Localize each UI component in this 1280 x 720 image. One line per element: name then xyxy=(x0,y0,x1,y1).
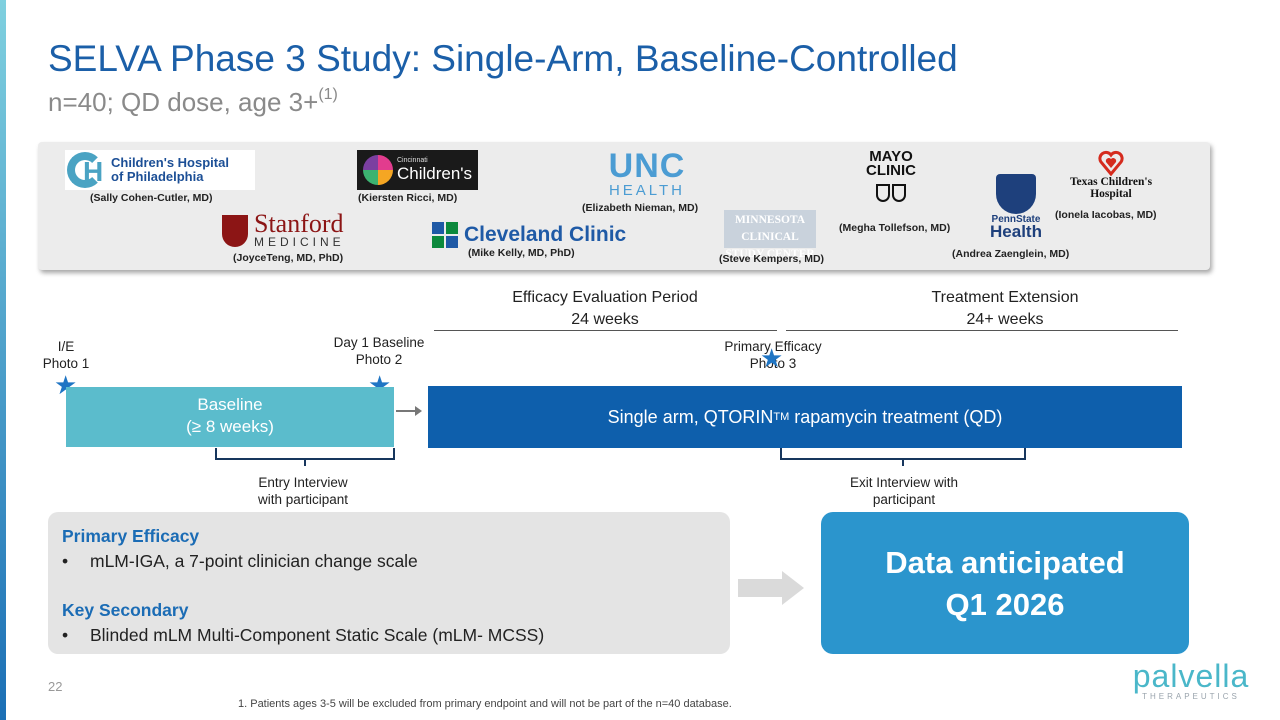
data-box-line2: Q1 2026 xyxy=(945,587,1065,622)
pennstate-logo-top: PennState xyxy=(991,214,1041,225)
primary-star-icon: ★ xyxy=(760,343,784,373)
unc-logo-top: UNC xyxy=(608,147,686,185)
slide-subtitle: n=40; QD dose, age 3+(1) xyxy=(48,86,338,118)
arm-box-tm: TM xyxy=(773,411,790,423)
mayo-logo: MAYO CLINIC xyxy=(862,148,920,202)
texas-childrens-investigator: (Ionela Iacobas, MD) xyxy=(1055,209,1157,221)
day1-photo-line2: Photo 2 xyxy=(355,352,403,367)
unc-logo-bottom: HEALTH xyxy=(608,182,686,199)
texas-childrens-mark-icon xyxy=(1098,150,1124,177)
day1-photo-label: Day 1 Baseline Photo 2 xyxy=(320,334,438,368)
efficacy-period-duration: 24 weeks xyxy=(571,311,639,328)
accent-bar xyxy=(0,0,6,720)
efficacy-period-title: Efficacy Evaluation Period xyxy=(512,289,698,306)
efficacy-period-label: Efficacy Evaluation Period 24 weeks xyxy=(480,287,730,331)
chop-mark-icon: H xyxy=(65,150,111,190)
baseline-box-line1: Baseline xyxy=(197,395,263,414)
primary-efficacy-item: • mLM-IGA, a 7-point clinician change sca… xyxy=(62,548,716,574)
primary-photo-label: Primary Efficacy Photo 3 xyxy=(710,338,836,372)
ie-photo-line1: I/E xyxy=(57,339,75,354)
slide-title: SELVA Phase 3 Study: Single-Arm, Baselin… xyxy=(48,38,958,79)
palvella-logo-tagline: THERAPEUTICS xyxy=(1142,692,1240,701)
footnote: 1. Patients ages 3-5 will be excluded fr… xyxy=(238,698,732,710)
baseline-to-arm-arrow-icon xyxy=(396,406,422,416)
cincinnati-logo-small: Cincinnati xyxy=(397,156,428,164)
primary-efficacy-heading: Primary Efficacy xyxy=(62,526,200,546)
cleveland-cross-icon xyxy=(432,222,458,248)
key-secondary-heading: Key Secondary xyxy=(62,600,189,620)
pennstate-logo-bottom: Health xyxy=(990,222,1042,241)
pennstate-logo: PennState Health xyxy=(986,174,1046,241)
mayo-investigator: (Megha Tollefson, MD) xyxy=(839,222,951,234)
exit-interview-label: Exit Interview with participant xyxy=(822,474,986,508)
subtitle-footnote-ref: (1) xyxy=(318,86,338,103)
right-arrow-icon xyxy=(738,571,804,605)
stanford-shield-icon xyxy=(222,215,248,247)
minnesota-logo-line2: STUDY CENTER xyxy=(725,248,815,260)
texas-childrens-logo: Texas Children's Hospital xyxy=(1066,150,1156,200)
stanford-logo-name: Stanford xyxy=(254,209,344,238)
exit-interview-bracket xyxy=(780,448,1026,466)
cleveland-logo-name: Cleveland Clinic xyxy=(464,223,627,246)
cleveland-logo: Cleveland Clinic xyxy=(432,222,626,248)
chop-logo-line1: Children's Hospital xyxy=(111,155,229,170)
cincinnati-logo-big: Children's xyxy=(397,163,473,183)
cincinnati-investigator: (Kiersten Ricci, MD) xyxy=(358,192,458,204)
chop-logo-line2: of Philadelphia xyxy=(111,169,204,184)
key-secondary-text: Blinded mLM Multi-Component Static Scale… xyxy=(90,625,545,645)
exit-interview-line2: participant xyxy=(872,492,936,507)
arm-box-text-post: rapamycin treatment (QD) xyxy=(789,406,1003,427)
palvella-logo-name: palvella xyxy=(1132,658,1250,694)
bullet: • xyxy=(62,625,69,645)
unc-investigator: (Elizabeth Nieman, MD) xyxy=(582,202,699,214)
key-secondary-item: • Blinded mLM Multi-Component Static Scal… xyxy=(62,622,716,648)
data-box-line1: Data anticipated xyxy=(885,545,1125,580)
minnesota-investigator: (Steve Kempers, MD) xyxy=(719,253,825,265)
texas-childrens-logo-line2: Hospital xyxy=(1090,188,1132,200)
palvella-logo: palvella THERAPEUTICS xyxy=(1126,660,1256,701)
exit-interview-line1: Exit Interview with xyxy=(849,475,959,490)
entry-interview-bracket xyxy=(215,448,395,466)
page-number: 22 xyxy=(48,679,63,694)
ie-photo-label: I/E Photo 1 xyxy=(30,338,102,372)
primary-efficacy-text: mLM-IGA, a 7-point clinician change scal… xyxy=(90,551,418,571)
cincinnati-mark-icon xyxy=(363,155,393,185)
arm-box-text-pre: Single arm, QTORIN xyxy=(607,406,774,427)
mayo-logo-line2: CLINIC xyxy=(866,162,916,179)
stanford-logo-sub: MEDICINE xyxy=(254,235,345,249)
mayo-logo-line1: MAYO xyxy=(869,148,913,165)
entry-interview-label: Entry Interview with participant xyxy=(230,474,376,508)
pennstate-shield-icon xyxy=(996,174,1036,214)
extension-period-line xyxy=(786,330,1178,331)
baseline-box: Baseline (≥ 8 weeks) xyxy=(66,387,394,447)
minnesota-logo: MINNESOTA CLINICAL STUDY CENTER xyxy=(724,210,816,260)
minnesota-logo-line1: MINNESOTA CLINICAL xyxy=(734,214,806,243)
stanford-investigator: (JoyceTeng, MD, PhD) xyxy=(233,252,344,264)
data-anticipated-box: Data anticipated Q1 2026 xyxy=(821,512,1189,654)
primary-photo-line1: Primary Efficacy xyxy=(724,339,822,354)
extension-period-title: Treatment Extension xyxy=(931,289,1079,306)
ie-photo-line2: Photo 1 xyxy=(42,356,90,371)
efficacy-period-line xyxy=(434,330,777,331)
baseline-box-line2: (≥ 8 weeks) xyxy=(186,417,274,436)
subtitle-text: n=40; QD dose, age 3+ xyxy=(48,87,319,117)
chop-investigator: (Sally Cohen-Cutler, MD) xyxy=(90,192,213,204)
bullet: • xyxy=(62,551,69,571)
mayo-shields-icon xyxy=(862,184,920,202)
texas-childrens-logo-line1: Texas Children's xyxy=(1069,176,1153,188)
entry-interview-line1: Entry Interview xyxy=(258,475,348,490)
extension-period-label: Treatment Extension 24+ weeks xyxy=(880,287,1130,331)
unc-logo: UNC HEALTH xyxy=(607,147,687,199)
cleveland-investigator: (Mike Kelly, MD, PhD) xyxy=(468,247,575,259)
pennstate-investigator: (Andrea Zaenglein, MD) xyxy=(952,248,1070,260)
entry-interview-line2: with participant xyxy=(257,492,349,507)
extension-period-duration: 24+ weeks xyxy=(966,311,1044,328)
endpoints-box: Primary Efficacy • mLM-IGA, a 7-point cli… xyxy=(48,512,730,654)
primary-photo-line2: Photo 3 xyxy=(749,356,797,371)
day1-photo-line1: Day 1 Baseline xyxy=(333,335,425,350)
